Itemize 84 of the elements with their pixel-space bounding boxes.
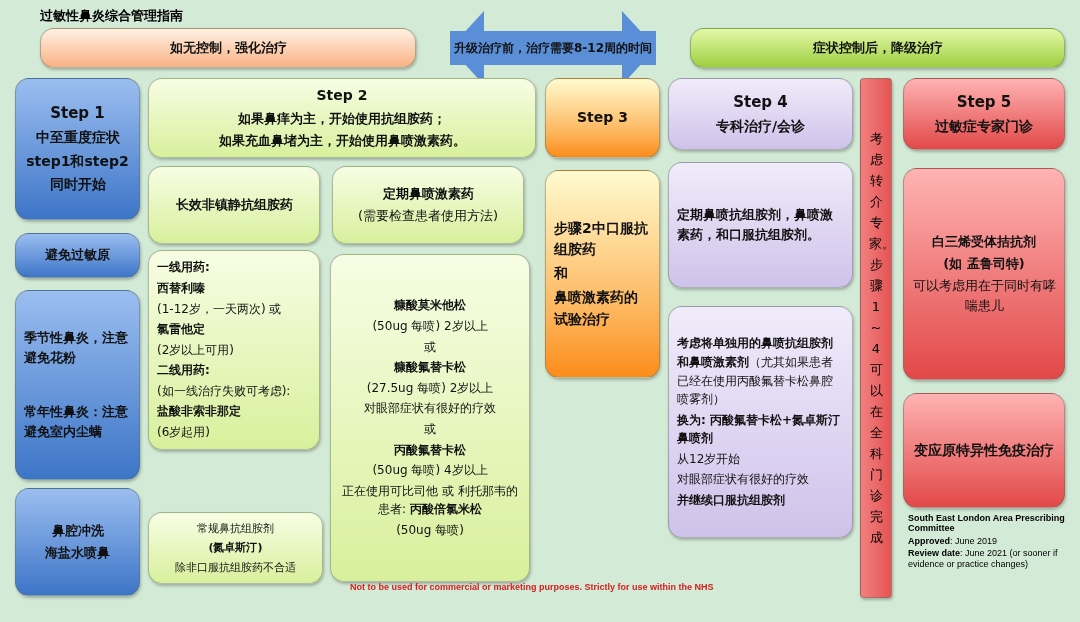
info-box [903,393,1065,508]
node-text: 换为: 丙酸氟替卡松+氮卓斯汀鼻喷剂 [677,411,842,448]
node-text: 海盐水喷鼻 [44,544,111,562]
node-text: (如一线治疗失败可考虑): [157,382,292,400]
node-text: step1和step2 [25,151,130,171]
node-text: 过敏症专家门诊 [934,116,1034,136]
node-text: (氮卓斯汀) [207,540,264,557]
disclaimer-note: Not to be used for commercial or marketing purposes. Strictly for use within the NHS [350,582,714,592]
step-box [903,78,1065,150]
committee-name: South East London Area Prescribing Committee [908,513,1066,533]
step-box [15,233,140,278]
node-text: 长效非镇静抗组胺药 [174,195,294,214]
node-text: (需要检查患者使用方法) [356,207,500,225]
node-text: Step 3 [576,108,629,128]
node-text: 并继续口服抗组胺剂 [677,492,786,510]
node-text: 或 [423,421,437,438]
info-box [332,166,524,244]
info-box [903,168,1065,380]
node-text: 季节性鼻炎，注意避免花粉 [24,328,129,367]
diagram-title: 过敏性鼻炎综合管理指南 [40,7,183,25]
node-text: 或 [423,338,437,356]
node-text: 对眼部症状有很好的疗效 [363,400,497,418]
step-box [668,78,853,150]
node-text: 可以考虑用在于同时有哮喘患儿 [912,277,1056,316]
node-text: Step 4 [732,91,789,113]
node-text: 西替利嗪 [157,279,206,297]
node-text: Step 5 [955,91,1013,113]
review-note: Review date: June 2021 (or sooner if evidence or practice changes) [908,548,1059,570]
node-text: 考虑将单独用的鼻喷抗组胺剂和鼻喷激素剂（尤其如果患者已经在使用丙酸氟替卡松鼻腔喷雾剂） [677,335,834,409]
node-text: 丙酸氟替卡松 [393,441,467,459]
node-text: 糠酸氟替卡松 [393,359,467,377]
node-text: 避免过敏原 [44,246,111,265]
node-text: 如无控制，强化治疗 [168,38,288,57]
node-text: 鼻喷激素药的试验治疗 [554,287,639,329]
node-text: Step 2 [315,86,369,105]
step-box [545,78,660,158]
node-text: 从12岁开始 [677,450,742,468]
node-text: 鼻腔冲洗 [50,521,105,540]
node-text: 除非口服抗组胺药不合适 [174,559,297,576]
node-text: 常年性鼻炎：注意避免室内尘螨 [24,402,129,442]
node-text: (50ug 每喷) [395,521,465,539]
node-text: 盐酸非索非那定 [157,403,242,421]
node-text: 糠酸莫米他松 [393,297,467,315]
node-text: 同时开始 [48,175,107,195]
node-text: Step 1 [49,102,106,124]
node-text: (1-12岁，一天两次) 或 [157,300,283,318]
node-text: (27.5ug 每喷) 2岁以上 [365,379,495,397]
band [690,28,1065,68]
info-box [148,512,323,584]
approval-note: Approved: June 2019 [908,536,999,546]
node-text: 如果鼻痒为主，开始使用抗组胺药； [237,109,447,128]
info-box [148,250,320,450]
node-text: 和 [554,264,569,284]
node-text: 中至重度症状 [34,128,121,148]
node-text: (50ug 每喷) 2岁以上 [371,318,489,336]
node-text: (50ug 每喷) 4岁以上 [371,462,489,480]
info-box [668,162,853,288]
node-text: 二线用药: [157,362,211,380]
info-box [15,290,140,480]
node-text: 常规鼻抗组胺剂 [196,521,275,538]
referral-bar [860,78,892,598]
node-text: 变应原特异性免疫治疗 [913,440,1055,460]
node-text: (6岁起用) [157,424,211,442]
info-box [545,170,660,378]
node-text: 正在使用可比司他 或 利托那韦的患者: 丙酸倍氯米松 [341,482,519,519]
node-text: 如果充血鼻堵为主，开始使用鼻喷激素药。 [217,131,467,150]
step-box [148,78,536,158]
node-text: 症状控制后，降级治疗 [811,38,944,57]
node-text: 步骤2中口服抗组胺药 [554,218,649,260]
info-box [15,488,140,596]
node-text: (如 孟鲁司特) [942,254,1026,273]
node-text: 白三烯受体拮抗剂 [931,232,1037,251]
info-box [668,306,853,538]
info-box [148,166,320,244]
node-text: 一线用药: [157,259,211,277]
node-text: 专科治疗/会诊 [714,116,807,136]
node-text: (2岁以上可用) [157,341,235,359]
node-text: 定期鼻喷抗组胺剂，鼻喷激素药，和口服抗组胺剂。 [677,205,834,244]
band [40,28,416,68]
step-box [15,78,140,220]
node-text: 对眼部症状有很好的疗效 [677,471,810,489]
node-text: 定期鼻喷激素药 [381,184,475,203]
node-text: 氯雷他定 [157,321,206,339]
info-box [330,254,530,582]
